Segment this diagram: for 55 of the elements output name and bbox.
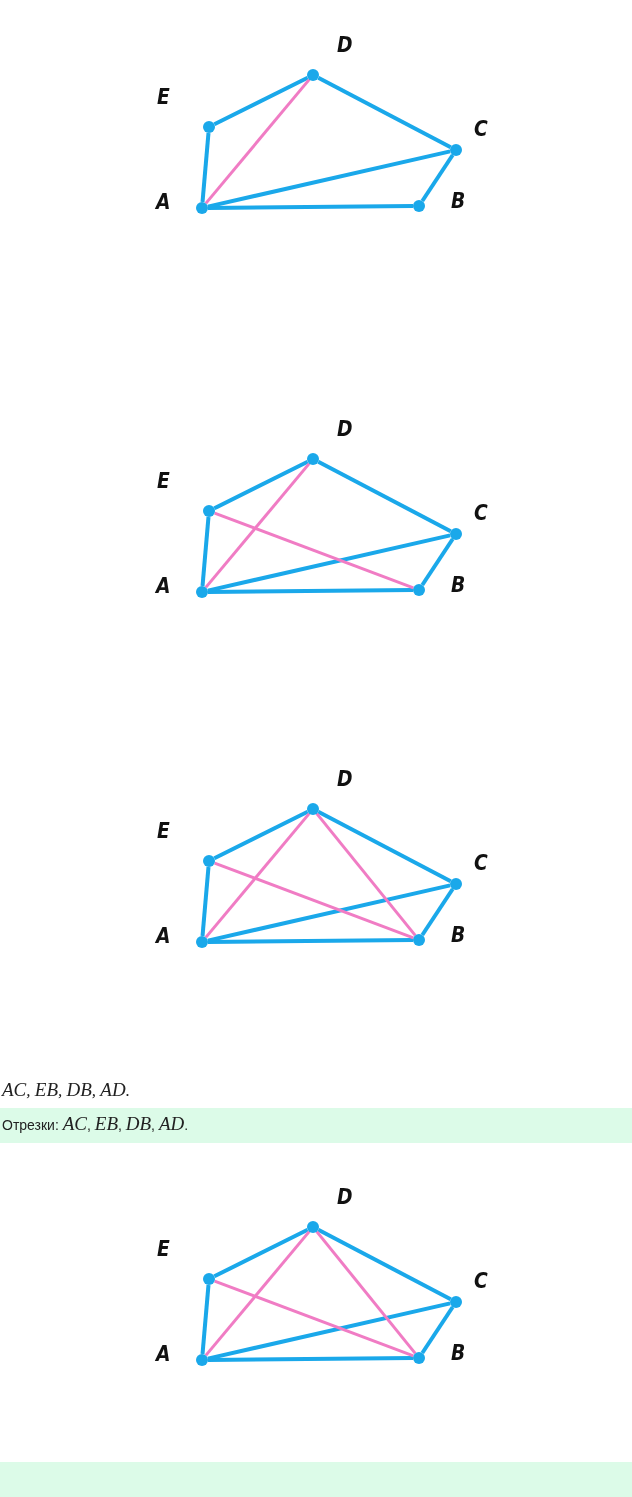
segment-line [200,1284,211,1355]
point-label: D [337,33,353,57]
segment-line [207,938,413,944]
point-label: B [451,923,466,947]
point-label: C [474,1269,488,1293]
segment-line [420,537,455,587]
point-label: A [156,574,171,598]
point-label: C [474,117,488,141]
segment-line [207,588,414,594]
segment-line [315,812,417,937]
segment-line [420,887,455,937]
segment-line [213,809,309,861]
point-label: C [474,501,488,525]
answer-text: AC, EB, DB, AD. [2,1079,130,1101]
segment-line [213,1227,309,1279]
segment-line [207,883,451,943]
point-label: E [157,819,170,843]
point-label: B [451,1341,466,1365]
segment-line [213,459,309,511]
segment-line [214,861,414,940]
segment-line [315,1230,417,1355]
segment-line [200,132,211,203]
point-label: C [474,851,488,875]
segment-line [420,153,455,203]
point-label: A [156,190,171,214]
segment-line [420,1305,455,1355]
segment-line [213,75,309,127]
segment-line [317,76,452,149]
segment-line [207,149,451,209]
answer-text: Отрезки: AC, EB, DB, AD. [2,1113,189,1135]
segment-line [200,866,211,937]
point-label: A [156,1342,171,1366]
segment-line [317,1228,452,1301]
segment-line [214,1279,414,1358]
segment-line [207,533,451,593]
segment-line [204,812,311,939]
segment-line [207,1301,451,1361]
point-label: D [337,767,353,791]
segment-line [214,511,414,590]
point-label: B [451,573,466,597]
segment-line [317,810,452,883]
segment-line [204,462,311,589]
segment-line [207,204,413,210]
point-label: E [157,85,170,109]
segment-line [207,1356,413,1362]
segment-line [204,78,311,205]
segment-line [204,1230,311,1357]
point-label: A [156,924,171,948]
point-label: D [337,417,353,441]
point-label: E [157,1237,170,1261]
segment-line [200,516,211,587]
segment-line [317,460,452,533]
point-label: D [337,1185,353,1209]
point-label: E [157,469,170,493]
point-label: B [451,189,466,213]
